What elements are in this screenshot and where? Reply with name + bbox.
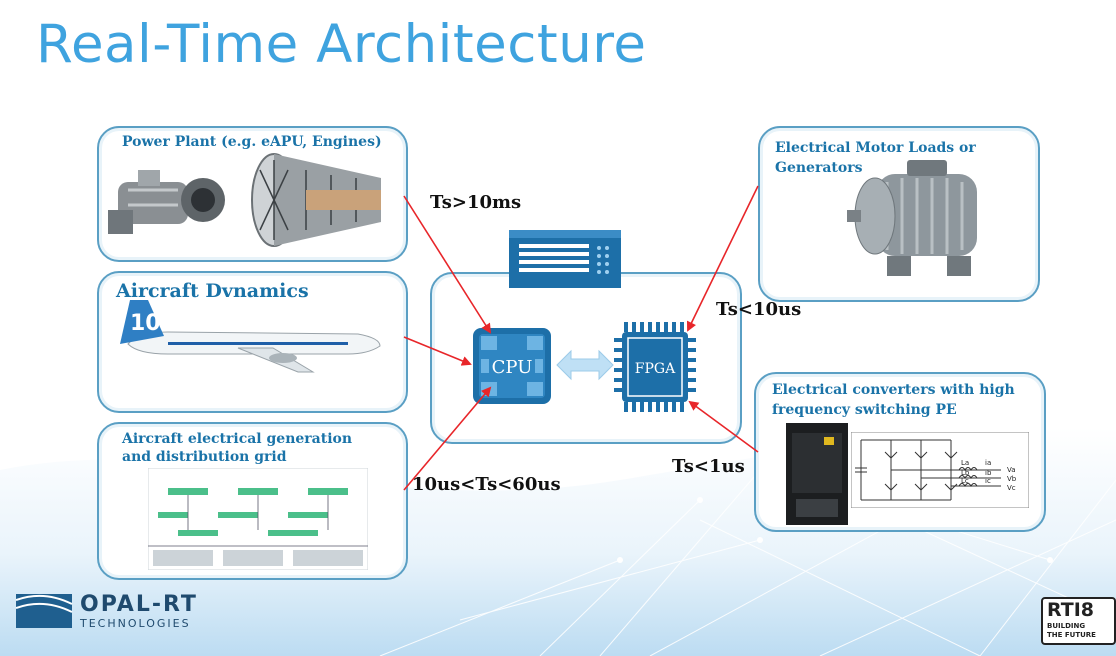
cpu-fpga-link-arrow [556, 349, 614, 381]
arrow-power-plant-to-cpu [403, 195, 492, 334]
drive-unit-image [786, 423, 848, 525]
converters-label-line1: Electrical converters with high [772, 382, 1015, 398]
converters-label-line2: frequency switching PE [772, 402, 957, 418]
circuit-label-la: La [961, 459, 969, 467]
simulator-chassis-icon [509, 230, 621, 288]
motor-loads-label-line2: Generators [775, 160, 863, 176]
electrical-grid-label-line1: Aircraft electrical generation [122, 431, 353, 447]
circuit-label-ib: ib [985, 469, 992, 477]
arrow-motor-to-fpga [687, 185, 759, 332]
opal-rt-tagline: TECHNOLOGIES [80, 617, 191, 630]
motor-loads-label-line1: Electrical Motor Loads or [775, 140, 976, 156]
circuit-label-lb: Lb [961, 469, 970, 477]
electric-motor-image [847, 160, 977, 276]
timestep-electrical-grid: 10us<Ts<60us [412, 474, 561, 495]
cpu-label: CPU [492, 357, 533, 378]
grid-schematic-image [148, 468, 368, 570]
inverter-circuit-image: La Lb Lc ia ib ic Va Vb Vc [851, 432, 1029, 508]
arrow-aircraft-to-cpu [403, 336, 472, 366]
electrical-grid-label-line2: and distribution grid [122, 449, 287, 465]
turbofan-engine-image [251, 153, 381, 247]
circuit-label-va: Va [1007, 466, 1016, 474]
turboshaft-engine-image [108, 170, 225, 234]
rt18-logo-main: RTI8 [1047, 599, 1095, 621]
fpga-label: FPGA [635, 361, 676, 377]
svg-text:10: 10 [130, 311, 161, 336]
circuit-label-vb: Vb [1007, 475, 1017, 483]
rt18-logo-line1: BUILDING [1047, 622, 1086, 630]
timestep-power-plant: Ts>10ms [430, 192, 522, 213]
power-plant-label: Power Plant (e.g. eAPU, Engines) [122, 134, 382, 150]
circuit-label-ic: ic [985, 477, 991, 485]
rt18-logo: RTI8 BUILDING THE FUTURE [1041, 597, 1116, 645]
airplane-image: 10 [120, 300, 381, 373]
rt18-logo-line2: THE FUTURE [1047, 631, 1096, 639]
slide-title: Real-Time Architecture [36, 14, 647, 75]
aircraft-dynamics-label: Aircraft Dvnamics [116, 280, 309, 302]
circuit-label-ia: ia [985, 459, 991, 467]
opal-rt-logo-mark-icon [16, 594, 73, 628]
timestep-motor-loads: Ts<10us [716, 299, 802, 320]
timestep-converters: Ts<1us [672, 456, 745, 477]
circuit-label-vc: Vc [1007, 484, 1016, 492]
fpga-chip-icon: FPGA [614, 322, 696, 412]
circuit-label-lc: Lc [961, 477, 969, 485]
opal-rt-wordmark: OPAL-RT [80, 592, 198, 617]
arrow-grid-to-cpu [403, 386, 492, 491]
arrow-converter-to-fpga [688, 400, 759, 453]
